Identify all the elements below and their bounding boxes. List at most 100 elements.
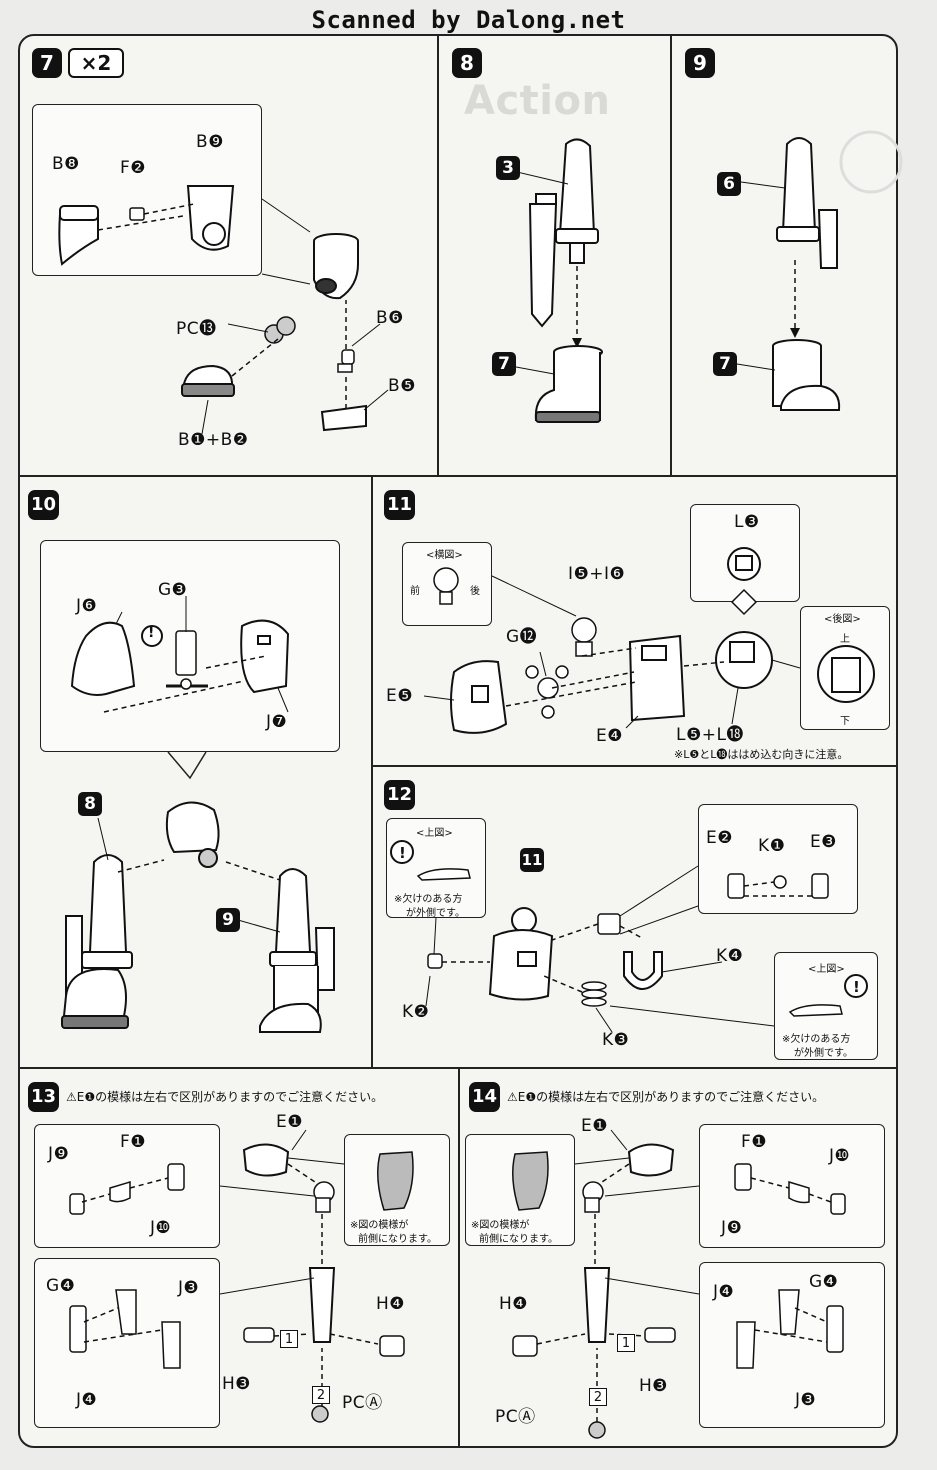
bulb-part [571, 617, 597, 657]
spring-k3 [581, 981, 607, 1007]
u-handle-k4 [623, 951, 663, 990]
step-13-drawing [69, 1129, 414, 1423]
boot-base [534, 345, 603, 423]
svg-text:!: ! [853, 978, 860, 996]
small-clip-k2 [427, 953, 443, 969]
shoulder-cap [242, 1143, 290, 1177]
top-view-title-left: <上図> [416, 828, 453, 839]
label-j4: J❹ [76, 1390, 98, 1410]
step-number: 12 [384, 780, 416, 810]
torso-frame [628, 634, 686, 722]
boot-hinge-part [58, 205, 99, 266]
label-j4: J❹ [713, 1282, 735, 1302]
divider-h-11-12 [372, 765, 898, 767]
hinge-parts [727, 873, 829, 899]
label-b8: B❽ [52, 154, 80, 174]
step-number: 11 [384, 490, 416, 520]
label-e3: E❸ [810, 832, 837, 852]
left-leg-assembly [61, 854, 133, 1029]
face-plate [70, 621, 136, 696]
step-7-panel: 7 ×2 [18, 34, 438, 476]
order-box-2: 2 [312, 1386, 330, 1404]
top-view-inset-right [774, 952, 878, 1060]
divider-v-10 [371, 476, 373, 1068]
right-leg-assembly [259, 868, 335, 1033]
label-h4: H❹ [499, 1294, 529, 1314]
label-b6: B❻ [376, 308, 404, 328]
forearm-assembly [308, 1267, 336, 1343]
pattern-note-1: ※図の模様が [350, 1220, 409, 1231]
step-10-drawing [61, 596, 335, 1033]
warning-mark: ! [148, 625, 155, 641]
top-view-note2-right: が外側です。 [794, 1048, 853, 1059]
label-pc-a: PCⒶ [495, 1407, 536, 1427]
divider-v-7-8 [437, 34, 439, 476]
label-e4: E❹ [596, 726, 623, 746]
lower-arm-parts [69, 1289, 181, 1369]
order-box-1: 1 [617, 1334, 635, 1352]
pattern-warning: ⚠E❶の模様は左右で区別がありますのでご注意ください。 [507, 1090, 825, 1104]
label-i5-i6: I❺+I❻ [568, 564, 626, 584]
top-view-note1-right: ※欠けのある方 [782, 1034, 851, 1045]
joint-cross [525, 665, 569, 719]
toe-cap [181, 364, 235, 397]
step-8-panel: 8 Action 3 7 [438, 34, 671, 476]
orientation-diamond [730, 588, 758, 616]
label-j3: J❸ [178, 1278, 200, 1298]
label-f2: F❷ [120, 158, 147, 178]
ball-joint [264, 316, 296, 344]
label-l5-l18: L❺+L⓲ [676, 725, 744, 745]
peg-part [337, 349, 355, 373]
watermark-text: Action [464, 78, 611, 124]
label-b1-b2: B❶+B❷ [178, 430, 249, 450]
shoulder-cap [627, 1143, 675, 1177]
label-g12: G⓬ [506, 627, 538, 647]
ref-step-11: 11 [520, 848, 544, 872]
head-assembly [165, 801, 220, 868]
shoulder-joint [582, 1181, 604, 1213]
forearm-assembly [583, 1267, 611, 1343]
wrist-parts [512, 1327, 676, 1357]
label-b9: B❾ [196, 132, 224, 152]
label-j9: J❾ [48, 1144, 70, 1164]
ball-peg [166, 630, 208, 690]
step-9-panel: 9 6 7 [671, 34, 903, 476]
step-number: 7 [32, 48, 62, 78]
label-g3: G❸ [158, 580, 188, 600]
upper-arm-parts [734, 1163, 846, 1215]
pattern-warning: ⚠E❶の模様は左右で区別がありますのでご注意ください。 [66, 1090, 384, 1104]
label-j7: J❼ [266, 712, 288, 732]
shoulder-joint [313, 1181, 335, 1213]
lower-arm-parts [736, 1289, 844, 1369]
ref-step-8: 8 [78, 792, 102, 816]
pin-part [129, 207, 145, 221]
step-14-panel: 14 ⚠E❶の模様は左右で区別がありますのでご注意ください。 ※図の模様が 前側… [459, 1068, 898, 1448]
divider-h1 [18, 475, 898, 477]
ref-step-7: 7 [492, 352, 516, 376]
step-12-panel: 12 <上図> ※欠けのある方 が外側です。 <上図> ※欠けのある方 が外側で… [372, 766, 898, 1068]
step-9-drawing [736, 130, 903, 411]
label-h4: H❹ [376, 1294, 406, 1314]
label-j10: J❿ [829, 1146, 851, 1166]
leg-with-sword [528, 138, 599, 328]
pattern-note-1: ※図の模様が [471, 1220, 530, 1231]
label-g4: G❹ [46, 1276, 76, 1296]
label-h3: H❸ [222, 1374, 252, 1394]
rear-view-port [817, 645, 875, 703]
top-view-inset-left [386, 818, 486, 918]
scan-credit: Scanned by Dalong.net [311, 6, 626, 34]
label-k1: K❶ [758, 836, 786, 856]
heel-block [320, 404, 367, 432]
label-f1: F❶ [741, 1132, 768, 1152]
side-view-front: 前 [410, 586, 420, 597]
leg-with-holster [776, 137, 838, 269]
boot-joint-part [186, 185, 235, 251]
label-k4: K❹ [716, 946, 744, 966]
label-g4: G❹ [809, 1272, 839, 1292]
hinge-detail-inset [698, 804, 858, 914]
label-l3: L❸ [734, 512, 760, 532]
head-shell [240, 619, 290, 694]
label-j6: J❻ [76, 596, 98, 616]
label-k3: K❸ [602, 1030, 630, 1050]
step-14-drawing [512, 1129, 846, 1439]
